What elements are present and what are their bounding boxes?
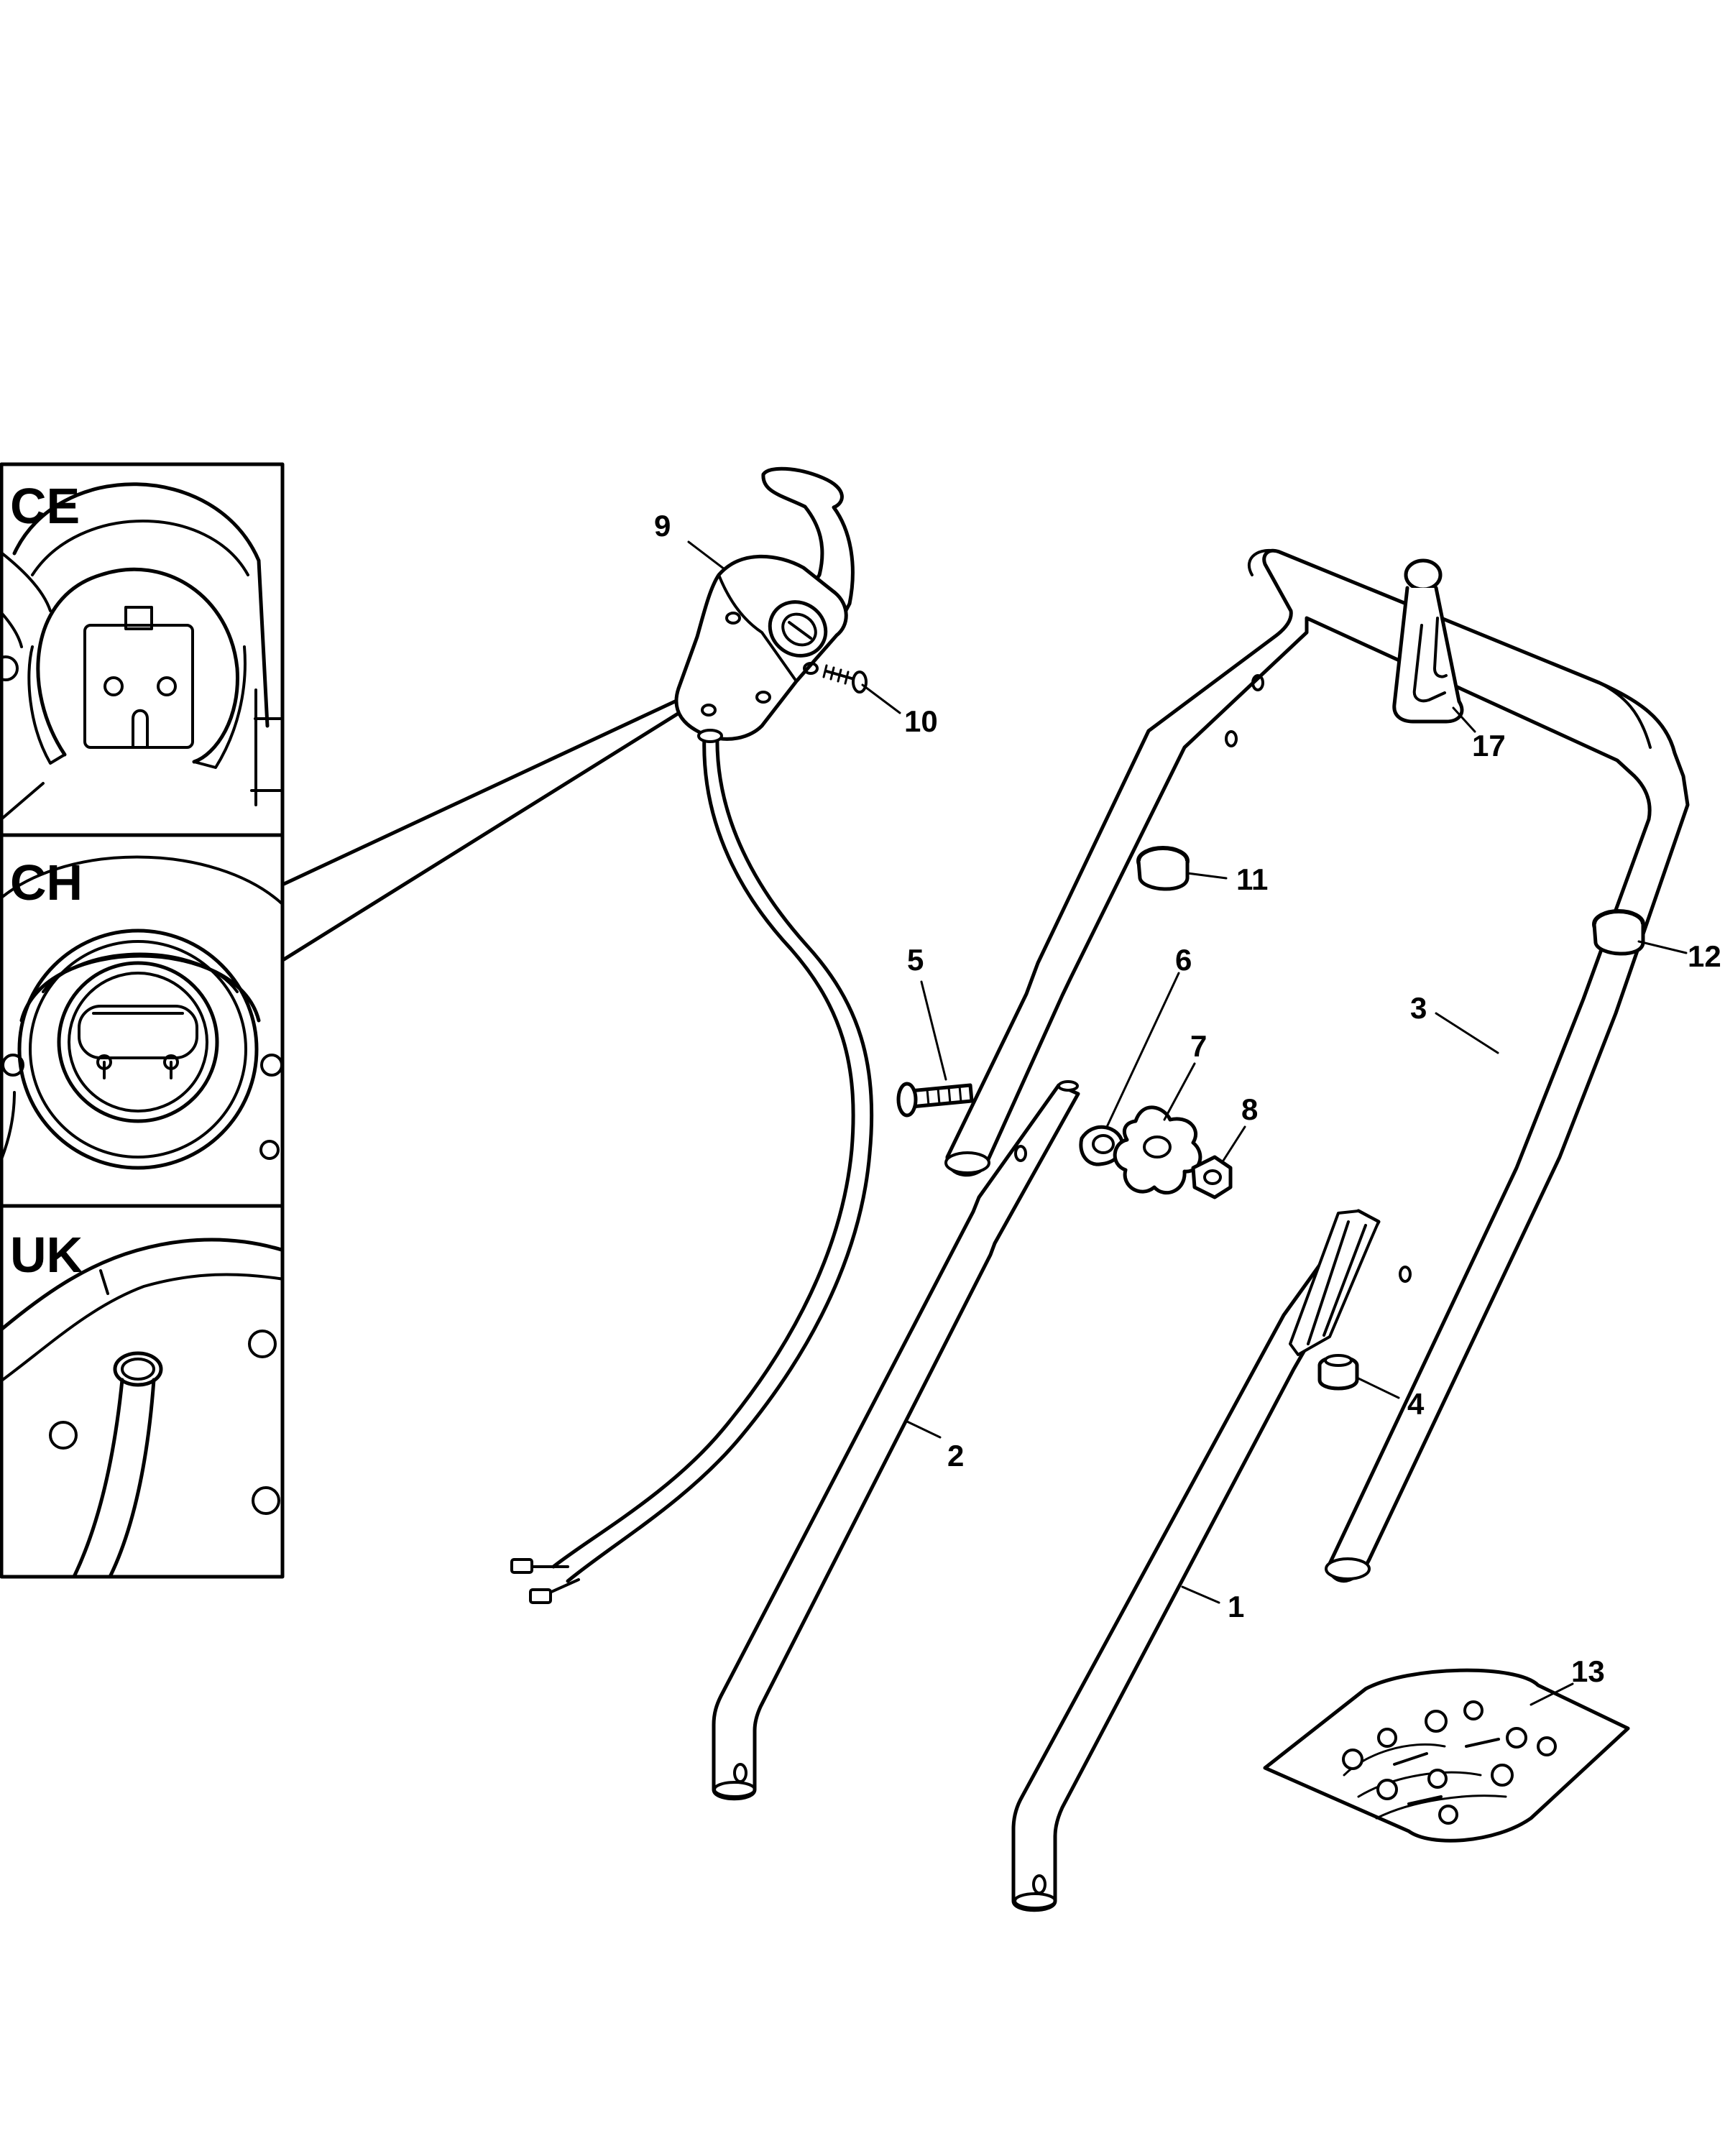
callout-leaders bbox=[687, 540, 1688, 1706]
callout-labels: 1 2 3 4 5 6 7 8 9 10 11 12 13 17 bbox=[654, 509, 1721, 1688]
carriage-bolt-part-5 bbox=[896, 1082, 974, 1118]
hex-nut-part-8 bbox=[1191, 1155, 1233, 1199]
end-plug-part-4 bbox=[1317, 1354, 1359, 1391]
inset-label-ce: CE bbox=[10, 478, 80, 534]
callout-4: 4 bbox=[1407, 1387, 1425, 1421]
inset-label-uk: UK bbox=[10, 1227, 83, 1283]
inset-ch: CH bbox=[3, 854, 282, 1170]
callout-3: 3 bbox=[1410, 991, 1427, 1025]
upper-handle-u-bar bbox=[944, 548, 1690, 1583]
lower-handle-bar-left bbox=[712, 1080, 1080, 1801]
inset-label-ch: CH bbox=[10, 854, 83, 911]
callout-8: 8 bbox=[1241, 1092, 1258, 1126]
inset-ce: CE bbox=[3, 478, 282, 820]
lower-handle-bar-right bbox=[1011, 1209, 1381, 1912]
star-knob-part-7 bbox=[1113, 1105, 1202, 1195]
callout-11: 11 bbox=[1236, 862, 1268, 896]
switch-box bbox=[510, 466, 874, 1604]
callout-17: 17 bbox=[1472, 729, 1506, 763]
callout-5: 5 bbox=[907, 943, 924, 977]
inset-frame bbox=[0, 462, 285, 1579]
inset-connector-lines bbox=[282, 695, 689, 962]
callout-2: 2 bbox=[947, 1439, 964, 1473]
callout-10: 10 bbox=[904, 704, 938, 738]
cable-clip-ring-right bbox=[1592, 909, 1645, 956]
hardware-kit-bag-part-13 bbox=[1263, 1668, 1630, 1843]
callout-9: 9 bbox=[654, 509, 671, 543]
screw-part-10 bbox=[822, 664, 868, 694]
inset-uk: UK bbox=[3, 1227, 282, 1575]
callout-7: 7 bbox=[1190, 1029, 1207, 1063]
cable-hook bbox=[1392, 558, 1464, 724]
plug-variant-insets: CE CH bbox=[0, 462, 285, 1579]
callout-13: 13 bbox=[1571, 1654, 1605, 1688]
callout-12: 12 bbox=[1688, 939, 1721, 973]
cable-clip-ring-left bbox=[1136, 846, 1190, 891]
callout-6: 6 bbox=[1175, 943, 1192, 977]
callout-1: 1 bbox=[1228, 1590, 1244, 1623]
